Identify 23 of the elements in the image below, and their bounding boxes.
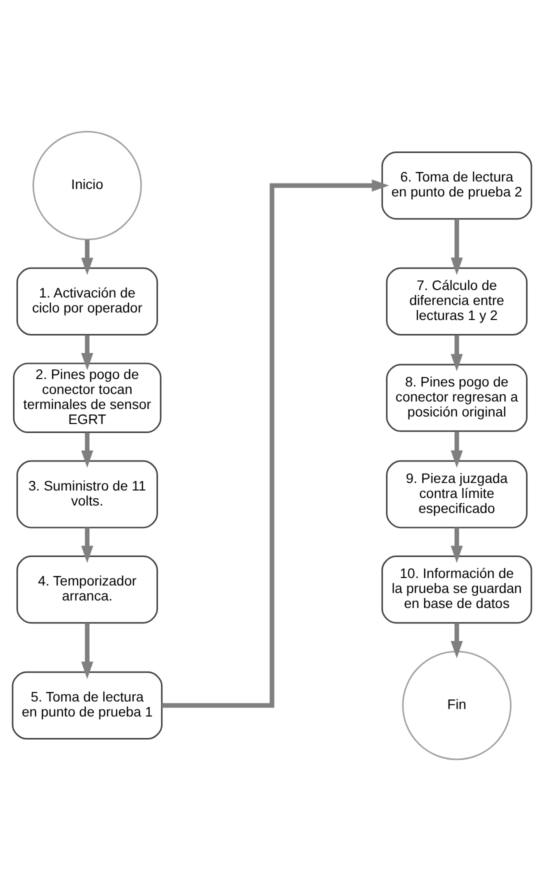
node-box: 3. Suministro de 11 volts. [16, 460, 158, 528]
node-circle: Fin [402, 650, 512, 760]
arrow [450, 334, 463, 371]
node-circle: Inicio [32, 130, 142, 240]
node-box: 4. Temporizador arranca. [16, 555, 158, 624]
arrow [81, 334, 94, 370]
arrow [162, 179, 390, 708]
arrow [450, 527, 463, 563]
arrow [81, 622, 94, 678]
node-box: 7. Cálculo de diferencia entre lecturas 1 y 2 [386, 266, 528, 335]
arrow [450, 218, 463, 274]
arrow [81, 239, 94, 275]
node-box: 9. Pieza juzgada contra límite especificado [386, 460, 528, 528]
node-box: 8. Pines pogo de conector regresan a posición original [386, 363, 528, 432]
node-box: 10. Información de la prueba se guardan en base de datos [381, 555, 532, 624]
arrow [450, 431, 463, 468]
node-box: 2. Pines pogo de conector tocan terminales de sensor EGRT [13, 362, 162, 433]
node-box: 6. Toma de lectura en punto de prueba 2 [381, 151, 532, 220]
node-box: 1. Activación de ciclo por operador [16, 266, 158, 335]
arrow [81, 432, 94, 468]
arrow [450, 622, 463, 658]
arrow [81, 527, 94, 563]
node-box: 5. Toma de lectura en punto de prueba 1 [12, 670, 163, 739]
